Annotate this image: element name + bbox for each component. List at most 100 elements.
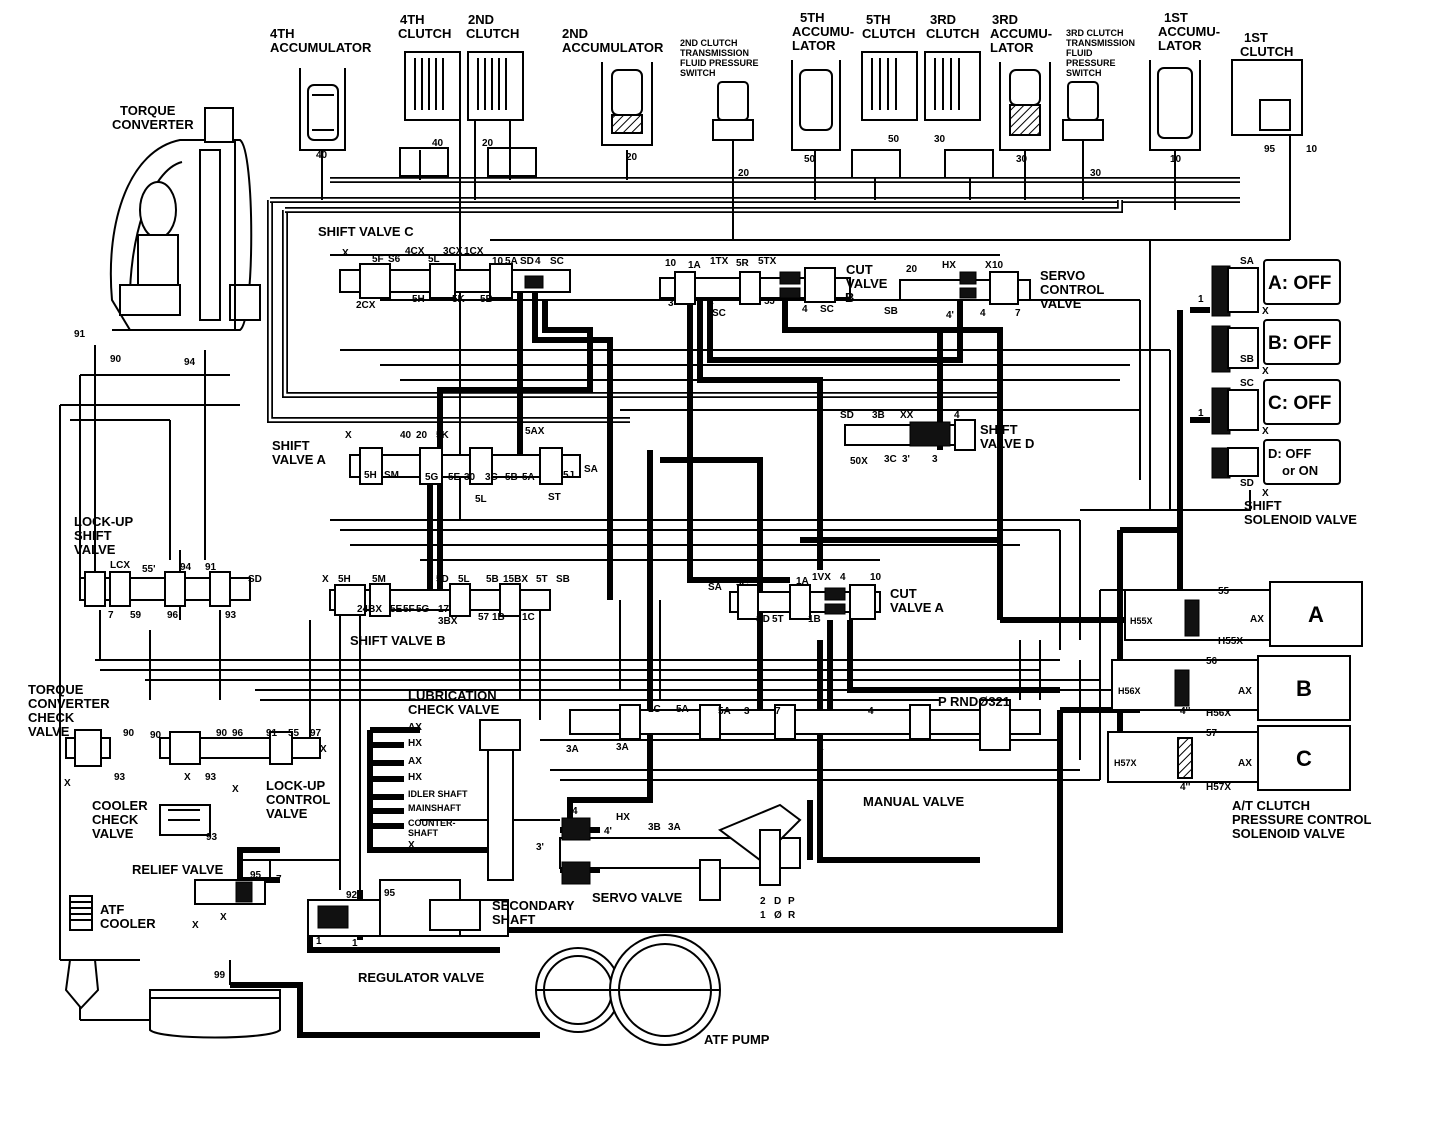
svg-text:4'': 4'' xyxy=(1180,706,1190,717)
svg-text:90: 90 xyxy=(110,354,122,365)
label-lockup-shift-3: VALVE xyxy=(74,542,116,557)
svg-text:95: 95 xyxy=(384,888,396,899)
label-sw3-1: 3RD CLUTCH xyxy=(1066,28,1124,38)
label-secondary-shaft-2: SHAFT xyxy=(492,912,535,927)
svg-text:5H: 5H xyxy=(338,574,351,585)
svg-text:SD: SD xyxy=(520,256,534,267)
svg-text:5F: 5F xyxy=(372,254,384,265)
label-sw2-2: TRANSMISSION xyxy=(680,48,749,58)
label-relief-valve: RELIEF VALVE xyxy=(132,862,224,877)
svg-text:91: 91 xyxy=(74,329,86,340)
label-3rd-acc-3: LATOR xyxy=(990,40,1034,55)
svg-text:56: 56 xyxy=(1206,656,1218,667)
label-cut-valve-1: CUT xyxy=(846,262,873,277)
label-sw3-5: SWITCH xyxy=(1066,68,1102,78)
shift-solenoid-d: D: OFF or ON xyxy=(1211,439,1341,485)
svg-text:59: 59 xyxy=(130,610,142,621)
svg-text:30: 30 xyxy=(934,134,946,145)
svg-text:5J: 5J xyxy=(563,470,574,481)
label-shift-valve-c: SHIFT VALVE C xyxy=(318,224,414,239)
svg-text:5B: 5B xyxy=(505,472,518,483)
svg-text:HX: HX xyxy=(942,260,956,271)
label-servo-valve: SERVO VALVE xyxy=(592,890,683,905)
relief-valve: RELIEF VALVE 95 7 X X xyxy=(132,862,282,931)
svg-text:90: 90 xyxy=(150,730,162,741)
svg-text:10: 10 xyxy=(1306,144,1318,155)
svg-text:20: 20 xyxy=(906,264,918,275)
svg-text:HX: HX xyxy=(408,772,422,783)
svg-text:AX: AX xyxy=(408,756,422,767)
label-3rd-clutch-1: 3RD xyxy=(930,12,956,27)
label-shift-valve-d-2: VALVE D xyxy=(980,436,1034,451)
svg-text:5B: 5B xyxy=(480,294,493,305)
svg-text:1: 1 xyxy=(760,910,766,921)
svg-text:SB: SB xyxy=(1240,354,1254,365)
cut-valve-b: CUT VALVE B 10 1A 1TX 5R 5TX 3 1 SC 5J 4… xyxy=(659,256,888,319)
svg-text:SA: SA xyxy=(1240,256,1254,267)
label-5th-acc-3: LATOR xyxy=(792,38,836,53)
svg-text:H56X: H56X xyxy=(1118,686,1141,696)
clutch-5th xyxy=(851,51,918,179)
svg-text:3A: 3A xyxy=(616,742,629,753)
label-lube-check-1: LUBRICATION xyxy=(408,688,497,703)
svg-text:4': 4' xyxy=(604,826,612,837)
label-tcc-2: CONVERTER xyxy=(28,696,110,711)
label-tcc-1: TORQUE xyxy=(28,682,84,697)
svg-text:H55X: H55X xyxy=(1218,636,1243,647)
label-at-clutch-1: A/T CLUTCH xyxy=(1232,798,1310,813)
svg-text:50: 50 xyxy=(888,134,900,145)
shift-solenoid-b: B: OFF xyxy=(1211,319,1341,373)
cut-valve-a: CUT VALVE A SA 3C 1A 1VX 4 10 SD 5T 1B xyxy=(708,572,945,625)
svg-text:55: 55 xyxy=(1218,586,1230,597)
svg-text:5D: 5D xyxy=(436,574,449,585)
svg-text:20: 20 xyxy=(738,168,750,179)
svg-text:X: X xyxy=(322,574,329,585)
svg-text:HX: HX xyxy=(408,738,422,749)
label-cut-valve-a-1: CUT xyxy=(890,586,917,601)
label-cut-valve-b-suffix: B xyxy=(845,290,854,305)
svg-text:4'': 4'' xyxy=(1180,782,1190,793)
label-2nd-acc-2: ACCUMULATOR xyxy=(562,40,664,55)
label-shift-solenoid-1: SHIFT xyxy=(1244,498,1282,513)
svg-text:X: X xyxy=(320,744,327,755)
svg-text:AX: AX xyxy=(1238,758,1252,769)
clutch-solenoid-c: C H57X 57 H57X AX xyxy=(1107,725,1351,793)
svg-text:20: 20 xyxy=(482,138,494,149)
label-sw2-1: 2ND CLUTCH xyxy=(680,38,738,48)
svg-text:4: 4 xyxy=(868,706,874,717)
svg-text:2: 2 xyxy=(760,896,766,907)
servo-valve: SERVO VALVE 4 HX 3B 3A 3' 4' 2 1 D Ø P R xyxy=(536,803,802,921)
accumulator-2nd xyxy=(601,62,653,146)
svg-text:1: 1 xyxy=(1198,408,1204,419)
label-sw3-4: PRESSURE xyxy=(1066,58,1116,68)
svg-text:97: 97 xyxy=(310,728,322,739)
svg-text:D: D xyxy=(774,896,781,907)
svg-text:H57X: H57X xyxy=(1206,782,1231,793)
clutch-solenoid-b: B H56X 56 H56X AX xyxy=(1111,655,1351,721)
svg-text:4: 4 xyxy=(572,806,578,817)
label-at-clutch-2: PRESSURE CONTROL xyxy=(1232,812,1371,827)
shift-solenoid-c: C: OFF xyxy=(1211,379,1341,435)
svg-text:5K: 5K xyxy=(436,430,450,441)
shift-valve-a: SHIFT VALVE A X 40 20 5K 5AX 5H SM 5G 5E… xyxy=(272,426,598,505)
svg-text:10: 10 xyxy=(992,260,1004,271)
svg-text:H57X: H57X xyxy=(1114,758,1137,768)
label-2nd-acc-1: 2ND xyxy=(562,26,588,41)
svg-text:4CX: 4CX xyxy=(405,246,425,257)
svg-text:96: 96 xyxy=(232,728,244,739)
label-manual-valve: MANUAL VALVE xyxy=(863,794,964,809)
label-cooler-check-2: CHECK xyxy=(92,812,139,827)
svg-text:3A: 3A xyxy=(566,744,579,755)
clutch-1st xyxy=(1231,59,1303,136)
label-secondary-shaft-1: SECONDARY xyxy=(492,898,575,913)
lubrication-check-valve: LUBRICATION CHECK VALVE AX HX AX HX IDLE… xyxy=(372,688,521,881)
label-sw3-3: FLUID xyxy=(1066,48,1093,58)
svg-text:1B: 1B xyxy=(492,612,505,623)
svg-text:5J: 5J xyxy=(764,296,775,307)
label-3rd-clutch-2: CLUTCH xyxy=(926,26,979,41)
label-5th-clutch-1: 5TH xyxy=(866,12,891,27)
svg-text:MAINSHAFT: MAINSHAFT xyxy=(408,803,461,813)
label-5th-clutch-2: CLUTCH xyxy=(862,26,915,41)
svg-text:SHAFT: SHAFT xyxy=(408,828,438,838)
svg-text:95: 95 xyxy=(1264,144,1276,155)
